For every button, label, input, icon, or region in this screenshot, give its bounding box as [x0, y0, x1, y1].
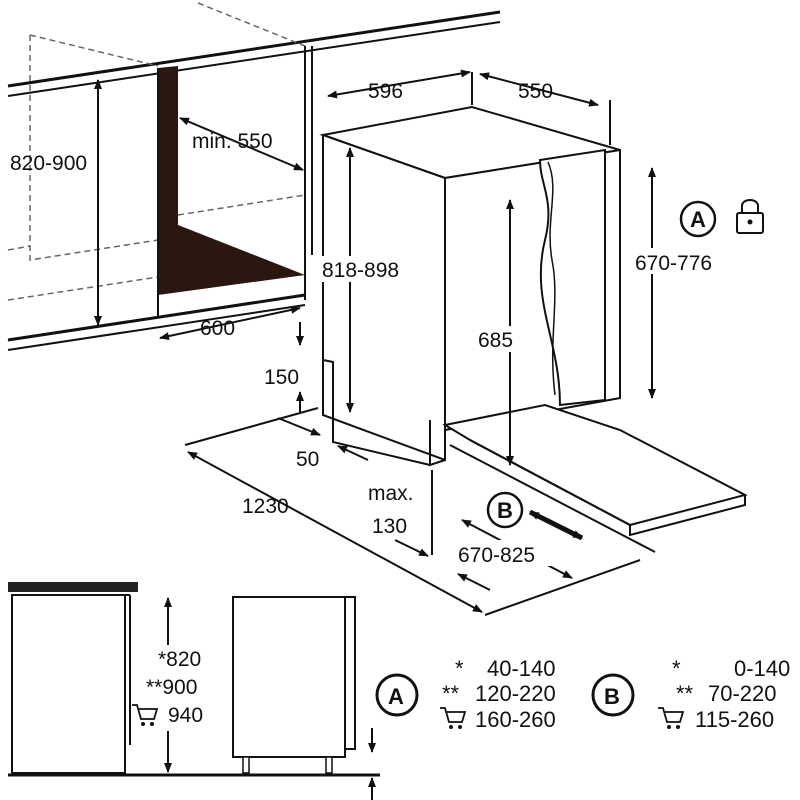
legend-A-label: A [388, 684, 404, 709]
side-view-door [344, 596, 356, 750]
total-depth-label: 1230 [242, 495, 289, 518]
min-depth-label: min. 550 [192, 130, 273, 153]
max-arrow-left [394, 539, 429, 557]
cart-icon [658, 707, 685, 729]
marker-B-label: B [497, 498, 513, 523]
max-value-label: 130 [372, 515, 407, 538]
countertop-front-edge [7, 10, 501, 88]
cabinet-dash-top [29, 34, 159, 67]
legend-A-value-3: 160-260 [475, 707, 556, 732]
appliance-width-label: 596 [368, 80, 403, 103]
cabinet-niche [7, 2, 501, 351]
legend-A-mark-1: * [455, 656, 464, 681]
niche-width-dim-line [159, 305, 301, 341]
total-depth-dim-line [187, 451, 483, 613]
side-view-foot-left [242, 756, 250, 774]
door-travel-label-bg [455, 540, 563, 566]
plinth-depth-arrow-right [337, 445, 369, 461]
legend-B-value-1: 0-140 [734, 656, 790, 681]
cabinet-dash-right [197, 2, 306, 47]
side-height-label-bg [134, 645, 218, 731]
plinth-depth-arrow-left [277, 417, 321, 436]
door-travel-B-arrow [528, 509, 584, 541]
appliance-height-label-bg [318, 256, 426, 282]
max-label: max. [368, 482, 414, 505]
legend-B-value-3: 115-260 [695, 707, 774, 732]
floor-lower-edge [7, 304, 306, 351]
side-height-3: 940 [168, 704, 203, 727]
side-height-1: *820 [158, 648, 201, 671]
side-view-foot-right [325, 756, 333, 774]
niche-width-label: 600 [200, 317, 235, 340]
legend-B-mark-1: * [672, 656, 681, 681]
niche-side-wall [158, 66, 305, 295]
side-view [8, 582, 380, 777]
cabinet-dash-bottom2 [7, 245, 31, 251]
cabinet-height-label: 820-900 [10, 152, 87, 175]
min-depth-dim-line [179, 117, 304, 171]
side-view-appliance [232, 596, 346, 758]
appliance-height-label: 818-898 [322, 259, 399, 282]
legend-B-mark-2: ** [676, 681, 694, 706]
total-depth-ext-top [184, 407, 319, 446]
opened-door-edge [469, 439, 746, 537]
marker-A-circle [679, 200, 717, 238]
countertop-lower-edge [7, 21, 501, 97]
inner-door-height-label-bg [474, 326, 526, 352]
legend-A-value-1: 40-140 [487, 656, 556, 681]
door-travel-label: 670-825 [458, 544, 535, 567]
plinth-height-label: 150 [264, 366, 299, 389]
plinth-depth-label: 50 [296, 448, 319, 471]
door-height-A-label: 670-776 [635, 252, 712, 275]
legend-A: A * 40-140 ** 120-220 160-260 [375, 656, 556, 732]
legend-A-value-2: 120-220 [475, 681, 556, 706]
cabinet-dash-bottom [7, 276, 159, 301]
door-height-A-label-bg [632, 248, 740, 274]
cart-icon [440, 707, 467, 729]
legend-B-label: B [604, 684, 620, 709]
cart-icon [132, 704, 159, 726]
legend-B-circle [591, 673, 635, 717]
lock-icon [736, 199, 764, 234]
legend-B: B * 0-140 ** 70-220 115-260 [591, 656, 790, 732]
side-view-countertop [8, 582, 138, 592]
legend-A-mark-2: ** [442, 681, 460, 706]
max-arrow-right [457, 573, 491, 591]
appliance-width-dim-line [327, 69, 471, 99]
inner-door-height-label: 685 [478, 329, 513, 352]
appliance-depth-label: 550 [518, 80, 553, 103]
appliance-depth-dim-line [479, 72, 599, 107]
legend-A-circle [375, 673, 419, 717]
floor-front-edge [7, 293, 306, 342]
door-wave-line [547, 161, 556, 396]
legend-B-value-2: 70-220 [708, 681, 777, 706]
total-depth-ext-bottom [484, 559, 641, 616]
cabinet-dash-back [177, 194, 306, 216]
door-bottom-line [449, 444, 656, 553]
marker-A-label: A [690, 207, 706, 232]
appliance-side-face [322, 133, 446, 462]
door-panel [538, 148, 606, 407]
side-view-cabinet [11, 594, 126, 774]
adjacent-cabinet-left [29, 35, 159, 261]
side-height-2: **900 [146, 676, 197, 699]
